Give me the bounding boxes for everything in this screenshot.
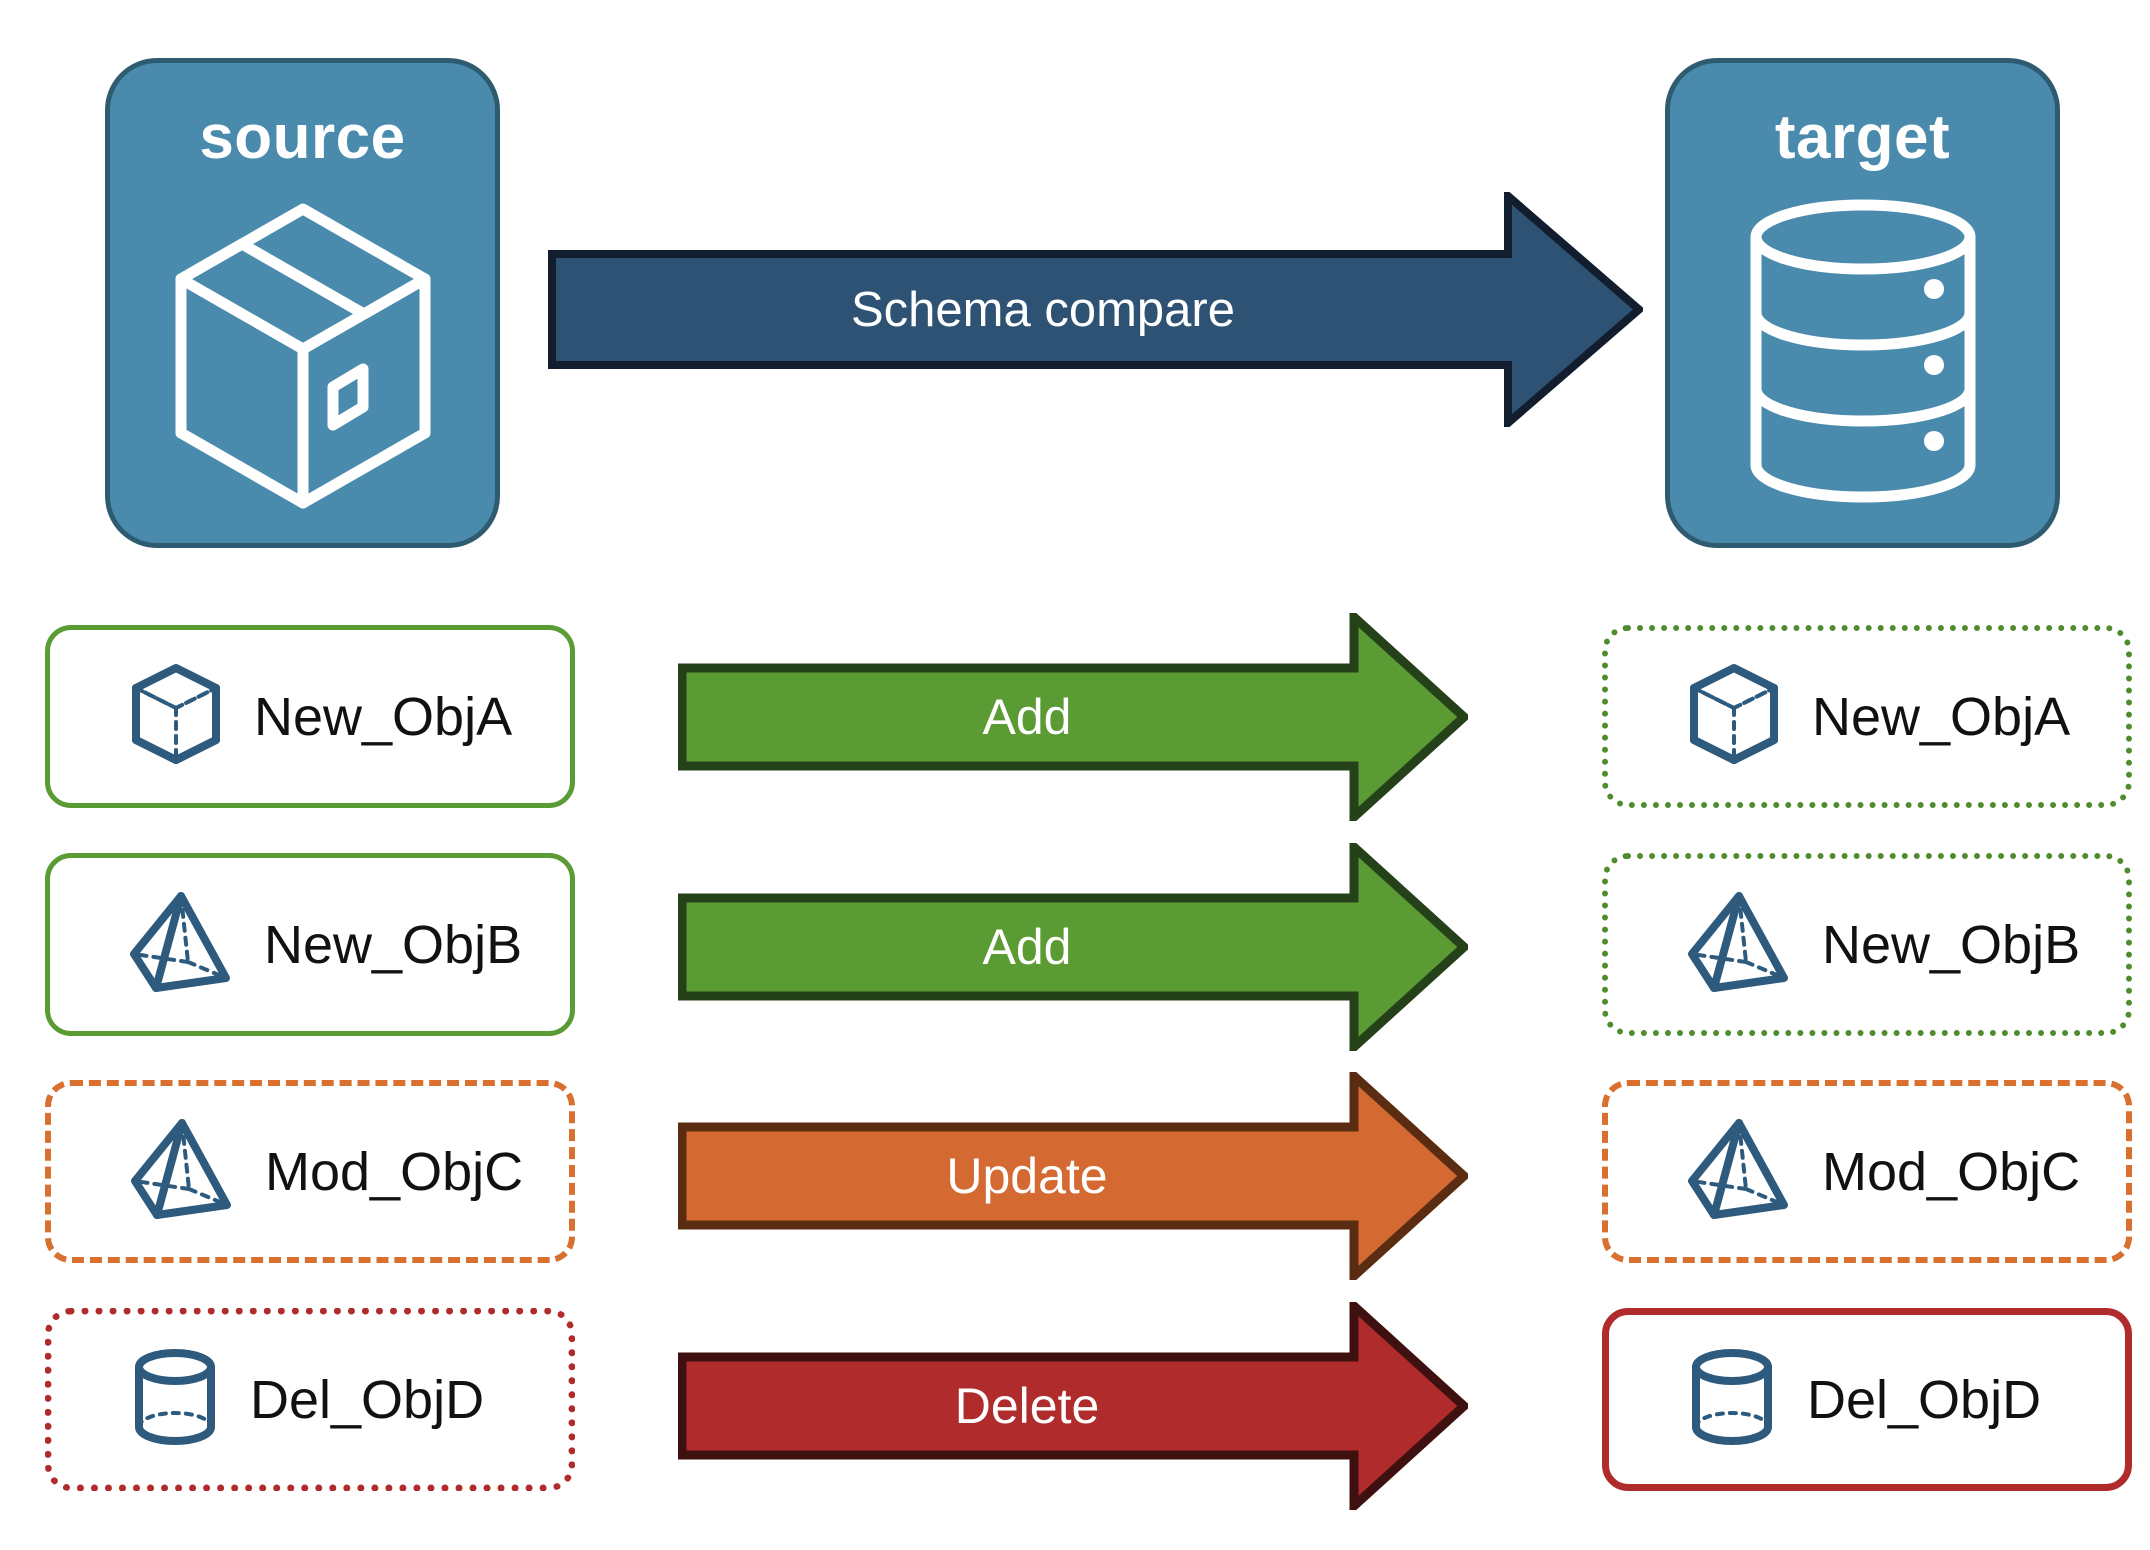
target-endpoint-card: target (1665, 58, 2060, 548)
action-arrow-add-row1: Add (677, 836, 1471, 1058)
target-object-label-row1: New_ObjB (1822, 914, 2081, 975)
target-object-card-row1[interactable]: New_ObjB (1602, 853, 2132, 1036)
pyramid-wireframe-icon (1686, 1117, 1792, 1226)
schema-compare-arrow: Schema compare (548, 187, 1646, 432)
pyramid-wireframe-icon (129, 1117, 235, 1226)
action-arrow-add-row0: Add (677, 606, 1471, 828)
source-object-label-row2: Mod_ObjC (265, 1141, 524, 1202)
source-object-label-row3: Del_ObjD (250, 1369, 485, 1430)
target-title: target (1774, 103, 1951, 172)
action-arrow-update-row2: Update (677, 1065, 1471, 1287)
target-object-card-row2[interactable]: Mod_ObjC (1602, 1080, 2132, 1263)
pyramid-wireframe-icon (128, 890, 234, 999)
target-object-label-row0: New_ObjA (1812, 686, 2071, 747)
source-object-label-row0: New_ObjA (254, 686, 513, 747)
target-object-card-row3[interactable]: Del_ObjD (1602, 1308, 2132, 1491)
database-cylinder-icon (1738, 191, 1988, 516)
source-object-card-row3[interactable]: Del_ObjD (45, 1308, 575, 1491)
source-object-label-row1: New_ObjB (264, 914, 523, 975)
source-object-card-row1[interactable]: New_ObjB (45, 853, 575, 1036)
target-object-label-row2: Mod_ObjC (1822, 1141, 2081, 1202)
target-object-label-row3: Del_ObjD (1807, 1369, 2042, 1430)
cylinder-wireframe-icon (1687, 1345, 1777, 1454)
cube-wireframe-icon (128, 662, 224, 771)
source-title: source (199, 103, 406, 172)
target-object-card-row0[interactable]: New_ObjA (1602, 625, 2132, 808)
action-arrow-delete-row3: Delete (677, 1295, 1471, 1517)
cylinder-wireframe-icon (130, 1345, 220, 1454)
source-endpoint-card: source (105, 58, 500, 548)
source-object-card-row0[interactable]: New_ObjA (45, 625, 575, 808)
package-box-icon (163, 191, 443, 526)
pyramid-wireframe-icon (1686, 890, 1792, 999)
cube-wireframe-icon (1686, 662, 1782, 771)
source-object-card-row2[interactable]: Mod_ObjC (45, 1080, 575, 1263)
